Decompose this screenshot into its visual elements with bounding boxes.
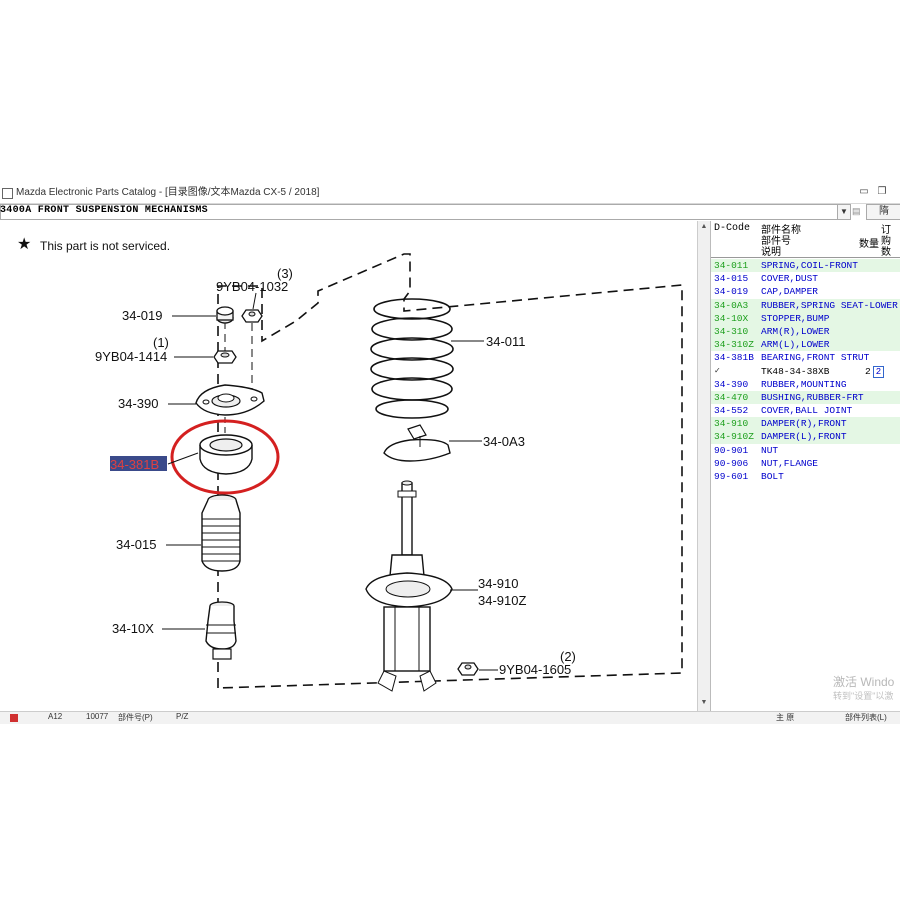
- label-34-0a3[interactable]: 34-0A3: [483, 434, 525, 449]
- label-34-011[interactable]: 34-011: [486, 334, 526, 349]
- part-rubber-mounting[interactable]: [195, 384, 265, 416]
- status-bar: A12 10077 部件号(P) P/Z 主 原 部件列表(L): [0, 711, 900, 724]
- part-stopper-bump[interactable]: [205, 601, 237, 660]
- part-cover-dust[interactable]: [201, 494, 241, 572]
- parts-list-header: D-Code 部件名称 部件号 说明 数量 订 购 数: [711, 221, 900, 259]
- status-field-1: A12: [48, 712, 63, 721]
- title-bar: Mazda Electronic Parts Catalog - [目录图像/文…: [0, 183, 900, 204]
- label-34-381b[interactable]: 34-381B: [110, 457, 159, 472]
- col-name-2[interactable]: 部件号: [761, 237, 791, 248]
- label-34-015[interactable]: 34-015: [116, 537, 156, 552]
- part-rubber-spring-seat[interactable]: [383, 424, 451, 462]
- not-serviced-note: This part is not serviced.: [40, 239, 170, 253]
- order-qty-input[interactable]: 2: [873, 365, 884, 378]
- label-34-10x[interactable]: 34-10X: [112, 621, 154, 636]
- label-qty-1: (1): [153, 335, 169, 350]
- parts-diagram: ★ This part is not serviced. 34-019 9YB0…: [0, 221, 697, 711]
- label-9yb04-1605[interactable]: 9YB04-1605: [499, 662, 571, 677]
- path-bar: 3400A FRONT SUSPENSION MECHANISMS ▼ ▤ 隋: [0, 204, 900, 220]
- col-order-2[interactable]: 购: [881, 237, 891, 248]
- col-qty[interactable]: 数量: [859, 240, 879, 251]
- diagram-vertical-scrollbar[interactable]: ▲ ▼: [697, 221, 710, 711]
- part-qty: 2: [865, 365, 871, 377]
- scroll-up-icon[interactable]: ▲: [700, 223, 708, 230]
- label-34-910z[interactable]: 34-910Z: [478, 593, 526, 608]
- activation-watermark: 激活 Windo: [833, 675, 895, 689]
- label-34-390[interactable]: 34-390: [118, 396, 158, 411]
- window-title: Mazda Electronic Parts Catalog - [目录图像/文…: [16, 187, 320, 198]
- part-damper-front[interactable]: [365, 480, 453, 692]
- pz-tab[interactable]: P/Z: [176, 712, 189, 721]
- col-order-1[interactable]: 订: [881, 226, 891, 237]
- col-order-3[interactable]: 数: [881, 248, 891, 259]
- parts-list-tab[interactable]: 部件列表(L): [845, 713, 887, 722]
- part-nut-1032[interactable]: [241, 309, 263, 323]
- scroll-down-icon[interactable]: ▼: [700, 699, 708, 706]
- toolbar-button[interactable]: 隋: [866, 204, 900, 220]
- label-34-910[interactable]: 34-910: [478, 576, 518, 591]
- selected-label-highlight: [110, 456, 167, 471]
- label-9yb04-1032[interactable]: 9YB04-1032: [216, 279, 288, 294]
- label-qty-2: (2): [560, 649, 576, 664]
- part-number-tab[interactable]: 部件号(P): [118, 713, 153, 722]
- parts-subrow-selected[interactable]: ✓ TK48-34-38XB 2 2: [711, 365, 900, 378]
- activation-watermark-sub: 转到"设置"以激: [833, 691, 894, 701]
- highlight-circle: [170, 419, 280, 495]
- diagram-svg: ★ This part is not serviced. 34-019 9YB0…: [17, 236, 683, 692]
- part-spring-coil[interactable]: [370, 298, 454, 419]
- chevron-down-icon[interactable]: ▼: [837, 204, 851, 220]
- check-icon[interactable]: ✓: [714, 366, 721, 376]
- col-name-1[interactable]: 部件名称: [761, 226, 801, 237]
- label-qty-3: (3): [277, 266, 293, 281]
- col-name-3[interactable]: 说明: [761, 248, 781, 259]
- parts-catalog-window: Mazda Electronic Parts Catalog - [目录图像/文…: [0, 183, 900, 724]
- assembly-boundary: [217, 253, 683, 689]
- minimize-icon[interactable]: ▭: [859, 186, 869, 197]
- restore-icon[interactable]: ❐: [877, 186, 887, 197]
- part-cap-damper[interactable]: [216, 306, 234, 324]
- part-nut-1605[interactable]: [457, 662, 479, 676]
- leader-line: [252, 292, 257, 310]
- col-dcode[interactable]: D-Code: [714, 223, 751, 234]
- star-icon: ★: [17, 236, 31, 253]
- leader-line: [167, 452, 199, 465]
- part-number: TK48-34-38XB: [761, 365, 830, 377]
- label-34-019[interactable]: 34-019: [122, 308, 162, 323]
- label-9yb04-1414[interactable]: 9YB04-1414: [95, 349, 167, 364]
- part-nut-1414[interactable]: [213, 350, 237, 364]
- status-icon: [10, 714, 18, 722]
- app-icon: [2, 188, 13, 199]
- sort-icon[interactable]: ▤: [852, 206, 861, 216]
- status-field-3: 主 原: [776, 713, 795, 722]
- status-field-2: 10077: [86, 712, 109, 721]
- part-bearing-front-strut[interactable]: [199, 434, 253, 475]
- path-text: 3400A FRONT SUSPENSION MECHANISMS: [0, 205, 208, 216]
- toolbar-right[interactable]: ▤ 隋: [852, 204, 900, 220]
